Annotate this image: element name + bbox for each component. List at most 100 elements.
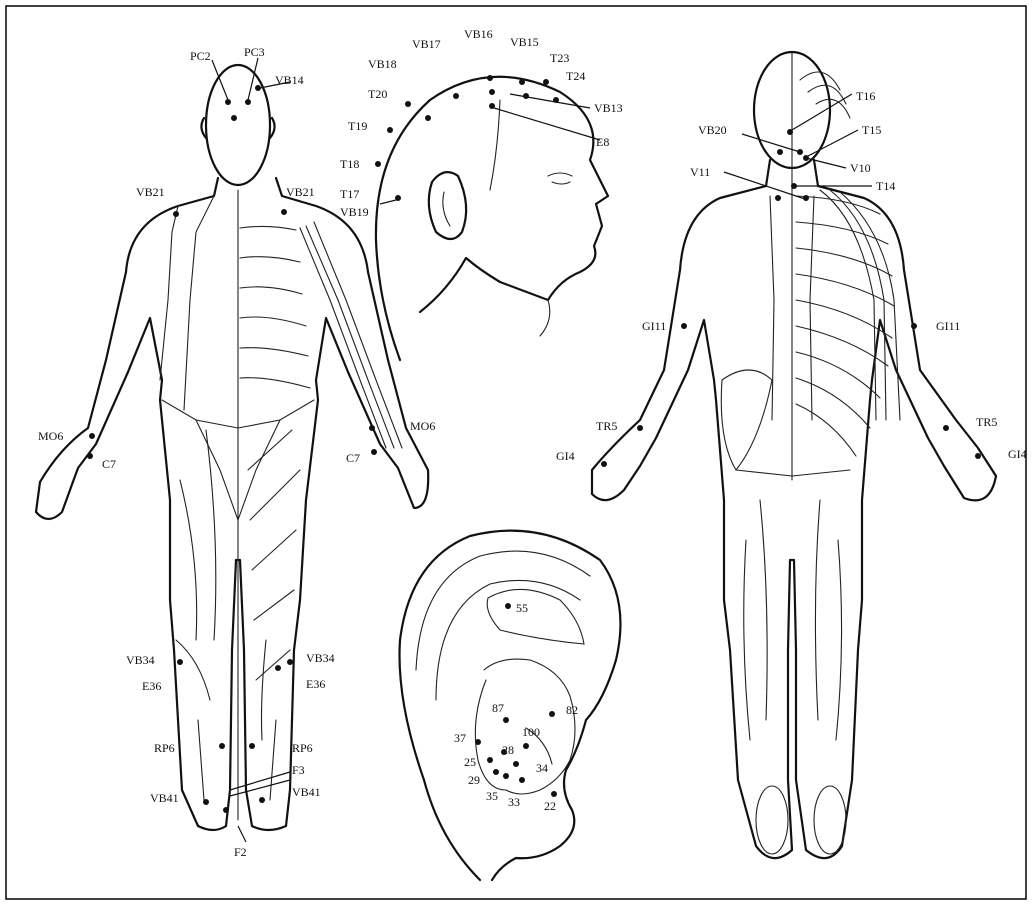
point-label: C7 — [346, 451, 360, 465]
ear-point-labels: 55 87 82 37 100 28 25 34 29 35 33 22 — [454, 601, 578, 813]
point-label: RP6 — [292, 741, 313, 755]
acupoint-marker — [231, 115, 237, 121]
acupoint-marker — [943, 425, 949, 431]
point-label: PC3 — [244, 45, 265, 59]
acupoint-marker — [775, 195, 781, 201]
front-meridian-lines — [160, 190, 402, 820]
acupoint-marker — [387, 127, 393, 133]
acupoint-marker — [519, 777, 525, 783]
point-label: VB19 — [340, 205, 369, 219]
back-acupoints — [601, 129, 981, 467]
acupoint-marker — [489, 89, 495, 95]
acupoint-marker — [425, 115, 431, 121]
point-label: 82 — [566, 703, 578, 717]
point-label: 29 — [468, 773, 480, 787]
back-point-labels: T16 VB20 T15 V10 V11 T14 GI11 GI11 TR5 T… — [556, 89, 1027, 463]
head-profile-figure: VB17 VB16 VB15 T23 T24 VB18 T20 VB13 T19… — [340, 27, 623, 360]
point-label: GI11 — [642, 319, 666, 333]
point-label: MO6 — [410, 419, 435, 433]
point-label: 22 — [544, 799, 556, 813]
front-body-outline — [36, 65, 428, 830]
point-label: E36 — [306, 677, 325, 691]
acupoint-marker — [223, 807, 229, 813]
point-label: T23 — [550, 51, 569, 65]
point-label: PC2 — [190, 49, 211, 63]
point-label: T18 — [340, 157, 359, 171]
acupoint-marker — [777, 149, 783, 155]
back-meridian-lines — [721, 52, 900, 854]
point-label: RP6 — [154, 741, 175, 755]
point-label: T24 — [566, 69, 585, 83]
point-label: T20 — [368, 87, 387, 101]
acupoint-marker — [281, 209, 287, 215]
acupoint-marker — [911, 323, 917, 329]
point-label: V10 — [850, 161, 871, 175]
point-label: T17 — [340, 187, 359, 201]
acupoint-marker — [275, 665, 281, 671]
point-label: VB41 — [292, 785, 321, 799]
point-label: 87 — [492, 701, 504, 715]
acupoint-marker — [203, 799, 209, 805]
point-label: V11 — [690, 165, 710, 179]
point-label: E36 — [142, 679, 161, 693]
point-label: VB14 — [275, 73, 304, 87]
point-label: T15 — [862, 123, 881, 137]
point-label: GI11 — [936, 319, 960, 333]
point-label: 37 — [454, 731, 466, 745]
acupoint-marker — [549, 711, 555, 717]
acupoint-marker — [173, 211, 179, 217]
point-label: VB17 — [412, 37, 441, 51]
acupoint-marker — [803, 195, 809, 201]
point-label: VB20 — [698, 123, 727, 137]
point-label: 55 — [516, 601, 528, 615]
ear-figure: 55 87 82 37 100 28 25 34 29 35 33 22 — [400, 531, 621, 880]
point-label: MO6 — [38, 429, 63, 443]
acupoint-marker — [87, 453, 93, 459]
point-label: VB34 — [126, 653, 155, 667]
acupoint-marker — [505, 603, 511, 609]
acupoint-marker — [369, 425, 375, 431]
acupoint-marker — [177, 659, 183, 665]
acupoint-marker — [287, 659, 293, 665]
point-label: 25 — [464, 755, 476, 769]
point-label: TR5 — [596, 419, 617, 433]
point-label: T14 — [876, 179, 895, 193]
point-label: T19 — [348, 119, 367, 133]
back-leader-lines — [724, 94, 872, 200]
point-label: VB16 — [464, 27, 493, 41]
point-label: 28 — [502, 743, 514, 757]
point-label: VB21 — [286, 185, 315, 199]
front-leader-lines — [212, 58, 290, 842]
point-label: VB21 — [136, 185, 165, 199]
acupoint-marker — [371, 449, 377, 455]
back-body-figure: T16 VB20 T15 V10 V11 T14 GI11 GI11 TR5 T… — [556, 52, 1027, 858]
acupoint-marker — [475, 739, 481, 745]
acupoint-marker — [519, 79, 525, 85]
point-label: VB13 — [594, 101, 623, 115]
point-label: C7 — [102, 457, 116, 471]
acupoint-marker — [405, 101, 411, 107]
ear-outline — [400, 531, 621, 880]
point-label: F3 — [292, 763, 305, 777]
point-label: 35 — [486, 789, 498, 803]
acupoint-marker — [975, 453, 981, 459]
acupoint-marker — [551, 791, 557, 797]
acupoint-marker — [487, 757, 493, 763]
point-label: 33 — [508, 795, 520, 809]
acupoint-marker — [523, 743, 529, 749]
point-label: 34 — [536, 761, 548, 775]
point-label: GI4 — [1008, 447, 1027, 461]
ear-on-head — [429, 172, 466, 239]
head-point-labels: VB17 VB16 VB15 T23 T24 VB18 T20 VB13 T19… — [340, 27, 623, 219]
acupoint-marker — [503, 717, 509, 723]
point-label: 100 — [522, 725, 540, 739]
point-label: TR5 — [976, 415, 997, 429]
acupoint-marker — [453, 93, 459, 99]
acupoint-marker — [503, 773, 509, 779]
point-label: VB34 — [306, 651, 335, 665]
head-outline — [376, 77, 608, 360]
acupoint-marker — [681, 323, 687, 329]
front-body-figure: PC2 PC3 VB14 VB21 VB21 MO6 C7 MO6 C7 VB3… — [36, 45, 435, 859]
acupoint-marker — [543, 79, 549, 85]
